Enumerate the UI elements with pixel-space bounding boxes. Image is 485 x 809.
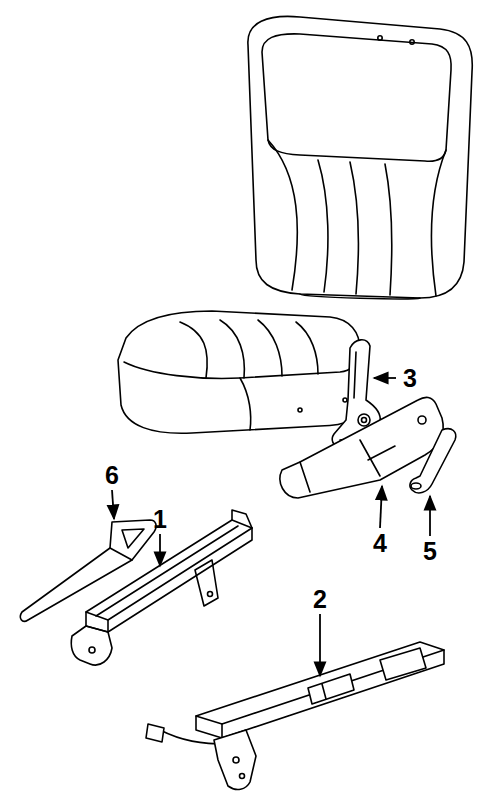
leader-line xyxy=(159,534,161,566)
callout-number: 5 xyxy=(423,539,437,564)
callout-number: 3 xyxy=(403,366,417,391)
leader-line xyxy=(374,377,396,379)
strap xyxy=(410,429,456,493)
seat-track xyxy=(71,510,252,665)
callout-number: 6 xyxy=(105,463,119,488)
side-cover xyxy=(280,397,443,498)
callout-number: 2 xyxy=(313,587,327,612)
callout-number: 4 xyxy=(373,531,387,556)
seat-cushion xyxy=(118,311,362,433)
leader-line xyxy=(319,614,321,676)
seat-track-adjuster xyxy=(146,642,444,789)
leader-line xyxy=(112,490,114,519)
leader-line xyxy=(429,496,431,536)
callout-number: 1 xyxy=(153,507,167,532)
leader-line xyxy=(380,486,382,528)
seat-back xyxy=(248,16,472,298)
